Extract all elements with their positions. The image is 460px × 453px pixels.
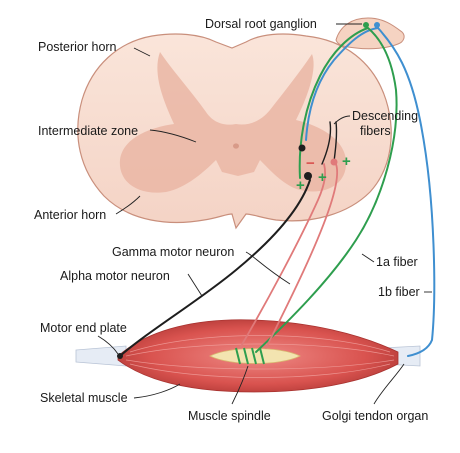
alpha-motor-neuron-soma (304, 172, 312, 180)
label-1a-fiber: 1a fiber (376, 255, 418, 269)
label-1b-fiber: 1b fiber (378, 285, 420, 299)
left-tendon (75, 345, 127, 367)
skeletal-muscle-group (75, 319, 421, 393)
alpha-fiber-path (119, 179, 311, 357)
plus-sign-1: + (296, 177, 305, 194)
label-posterior-horn: Posterior horn (38, 40, 117, 54)
label-skeletal-muscle: Skeletal muscle (40, 391, 128, 405)
fiber-1b-path (305, 26, 436, 357)
label-alpha-motor-neuron: Alpha motor neuron (60, 269, 170, 283)
synapses: + + + − (117, 144, 351, 359)
label-anterior-horn: Anterior horn (34, 208, 106, 222)
dorsal-root-ganglion-body (335, 17, 405, 50)
label-golgi-tendon-organ: Golgi tendon organ (322, 409, 428, 423)
nerve-fibers (119, 26, 436, 357)
muscle-striations (125, 335, 395, 378)
spindle-annulospiral-ending (235, 347, 265, 365)
fiber-1a-path (255, 26, 398, 353)
leader-lines (97, 23, 432, 405)
minus-sign: − (306, 155, 315, 172)
interneuron-soma (298, 144, 306, 152)
plus-sign-2: + (318, 169, 327, 186)
label-gamma-motor-neuron: Gamma motor neuron (112, 245, 234, 259)
dorsal-root-ganglion (335, 17, 405, 50)
gamma-fiber-path-2 (239, 163, 326, 349)
label-motor-end-plate: Motor end plate (40, 321, 127, 335)
motor-end-plate-dot (117, 353, 123, 359)
descending-fiber-1 (321, 121, 332, 165)
central-canal (233, 143, 239, 149)
label-dorsal-root-ganglion: Dorsal root ganglion (205, 17, 317, 31)
gamma-fiber-path (265, 163, 339, 349)
spinal-cord (77, 33, 392, 230)
ganglion-cell-1b (374, 22, 380, 28)
label-muscle-spindle: Muscle spindle (188, 409, 271, 423)
label-descending-fibers-1: Descending (352, 109, 418, 123)
label-descending-fibers-2: fibers (360, 124, 391, 138)
plus-sign-3: + (342, 153, 351, 170)
gamma-motor-neuron-soma (330, 158, 338, 166)
spinal-cord-gray-matter (119, 52, 347, 193)
ganglion-cell-1a (363, 22, 369, 28)
labels: Dorsal root ganglion Posterior horn Inte… (34, 17, 428, 423)
label-intermediate-zone: Intermediate zone (38, 124, 138, 138)
